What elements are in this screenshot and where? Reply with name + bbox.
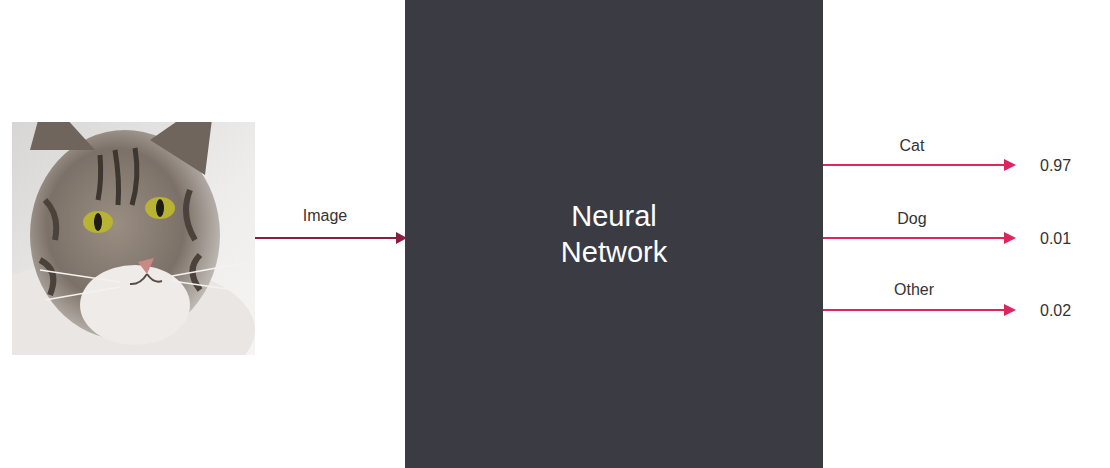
class-label: Cat xyxy=(900,136,925,156)
class-label: Dog xyxy=(897,209,926,229)
cat-photo xyxy=(12,122,255,355)
probability-value: 0.97 xyxy=(1040,156,1071,176)
input-arrow xyxy=(255,232,407,244)
node-title: Neural Network xyxy=(524,198,704,270)
probability-value: 0.02 xyxy=(1040,301,1071,321)
network-box: Neural Network xyxy=(405,0,823,468)
probability-value: 0.01 xyxy=(1040,229,1071,249)
class-label: Other xyxy=(894,280,934,300)
input-label: Image xyxy=(303,206,347,226)
output-arrows xyxy=(823,159,1016,316)
